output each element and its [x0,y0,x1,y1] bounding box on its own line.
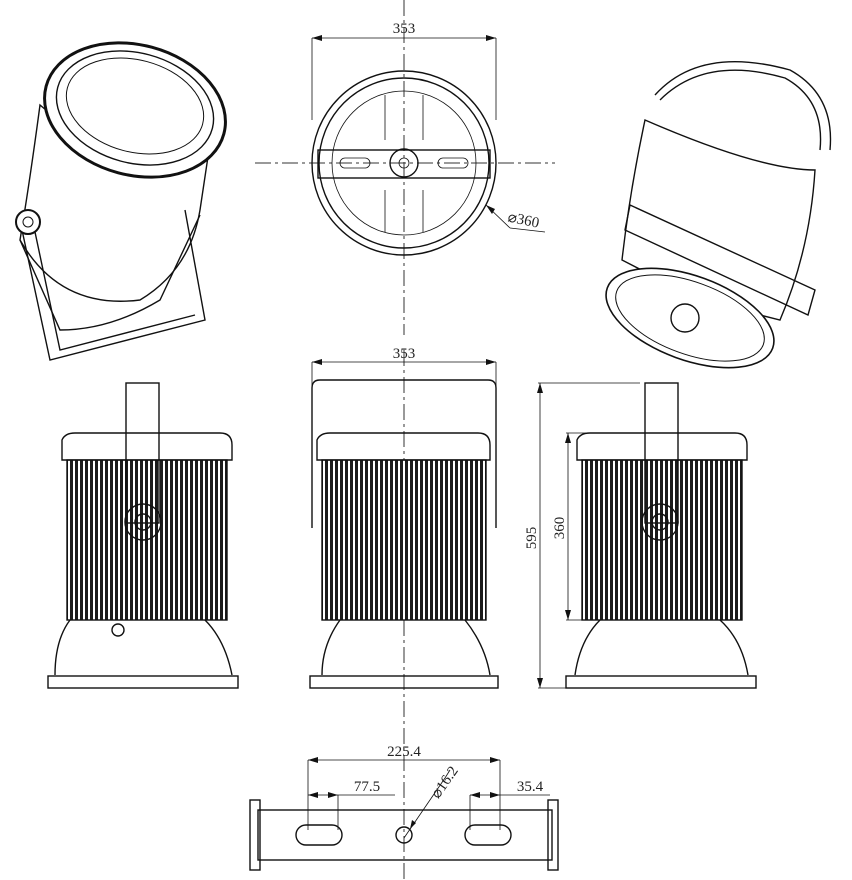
front-view [309,350,499,880]
dim-top-width: 353 [393,21,416,37]
side-view-left [47,382,239,689]
side-view-right [537,382,757,689]
dim-diameter: ⌀360 [506,209,540,231]
bracket-detail [249,757,559,871]
dim-hole-diameter: ⌀16.2 [428,764,461,802]
dim-slot-offset-right: 35.4 [517,779,544,795]
iso-view-back [605,61,832,369]
dim-body-height: 360 [552,517,568,540]
dim-bracket-span: 225.4 [387,744,421,760]
dim-front-width: 353 [393,346,416,362]
dim-slot-offset-left: 77.5 [354,779,380,795]
top-view [255,0,555,335]
iso-view-front [15,41,227,361]
dim-overall-height: 595 [524,527,540,550]
